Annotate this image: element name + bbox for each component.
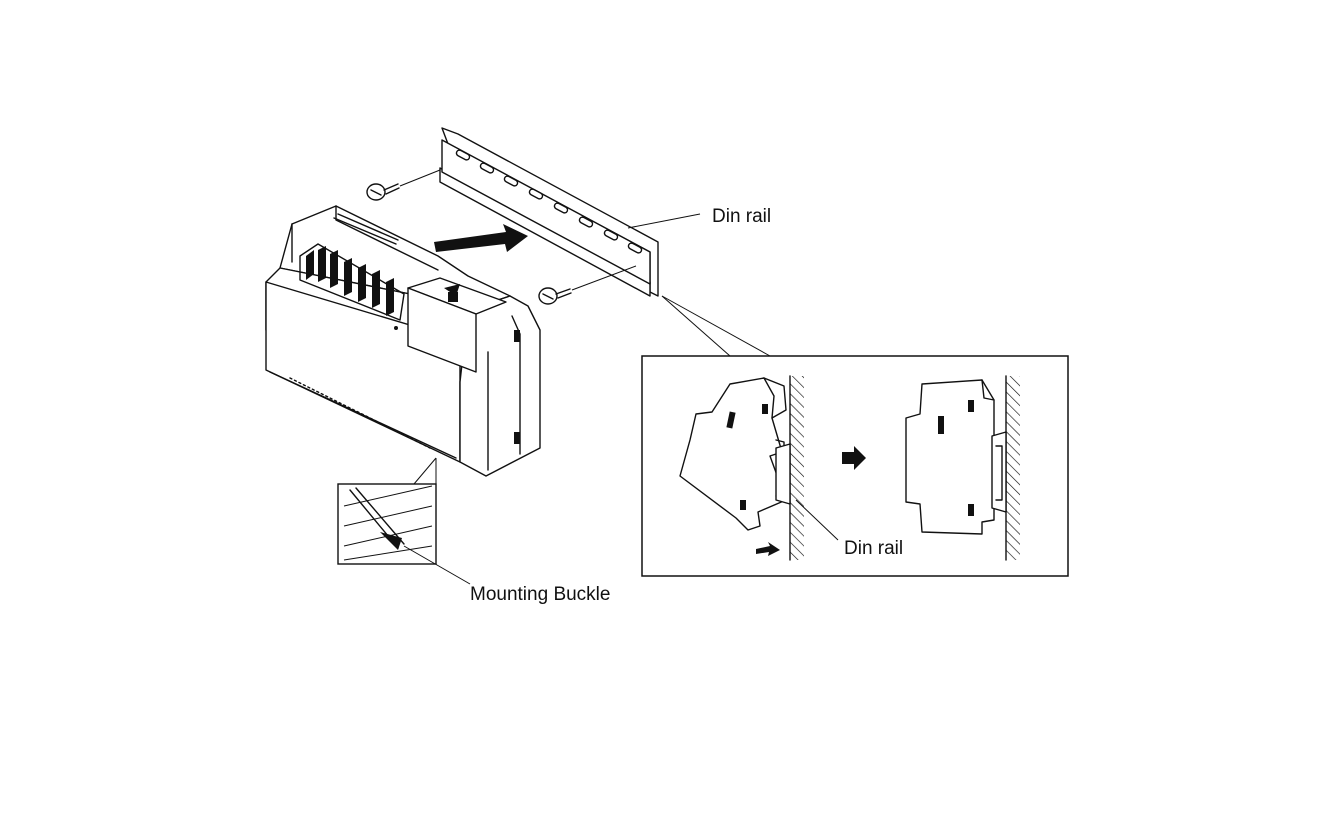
mounting-buckle-label: Mounting Buckle bbox=[470, 584, 610, 605]
module-tilted bbox=[679, 377, 787, 531]
device-module bbox=[265, 205, 541, 477]
mounting-buckle-inset bbox=[337, 457, 471, 585]
module-mounted bbox=[905, 379, 995, 535]
push-arrow-icon bbox=[756, 542, 780, 556]
vent-grille bbox=[299, 243, 405, 321]
din-rail bbox=[439, 127, 659, 297]
screw-bottom bbox=[538, 265, 637, 305]
detail-leader-left bbox=[661, 295, 731, 357]
screw-top bbox=[366, 169, 441, 201]
din-rail-leader bbox=[627, 213, 701, 229]
transition-arrow-icon bbox=[842, 446, 866, 470]
detail-din-rail-label: Din rail bbox=[844, 538, 903, 559]
detail-panel bbox=[641, 355, 1069, 577]
din-rail-label: Din rail bbox=[712, 206, 771, 227]
mount-direction-arrow-icon bbox=[434, 224, 528, 252]
detail-leader-right bbox=[661, 295, 771, 357]
detail-din-rail-leader bbox=[795, 499, 839, 541]
rail-slots bbox=[455, 149, 643, 254]
